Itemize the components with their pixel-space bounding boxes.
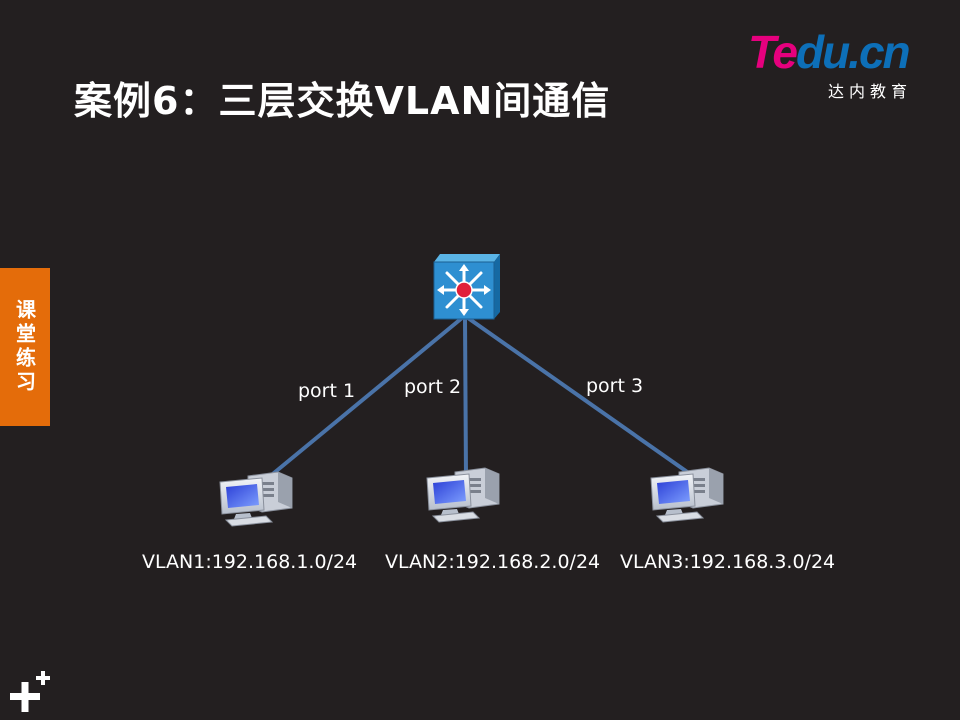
port-label: port 3 [586, 375, 643, 397]
logo-subtitle: 达内教育 [828, 82, 913, 101]
link-port-3 [466, 316, 695, 478]
link-port-2 [463, 317, 468, 479]
layer3-switch-icon [433, 254, 500, 320]
pc-workstation-icon [650, 467, 724, 523]
link-port-1 [261, 316, 464, 484]
slide-title: 案例6：三层交换VLAN间通信 [74, 79, 611, 123]
port-label: port 2 [404, 376, 461, 398]
side-tab-label: 课堂练习 [12, 299, 37, 395]
brand-logo: Tedu.cn 达内教育 [748, 26, 938, 101]
host-label: VLAN1:192.168.1.0/24 [142, 551, 357, 573]
logo-brand-part-a: Te [748, 26, 798, 78]
plus-decoration-icon [10, 671, 50, 712]
host-label: VLAN3:192.168.3.0/24 [620, 551, 835, 573]
pc-workstation-icon [426, 467, 500, 523]
host-label: VLAN2:192.168.2.0/24 [385, 551, 600, 573]
port-label: port 1 [298, 380, 355, 402]
side-tab: 课堂练习 [0, 268, 50, 426]
logo-brand-part-b: du.cn [795, 26, 911, 78]
pc-workstation-icon [219, 471, 293, 527]
